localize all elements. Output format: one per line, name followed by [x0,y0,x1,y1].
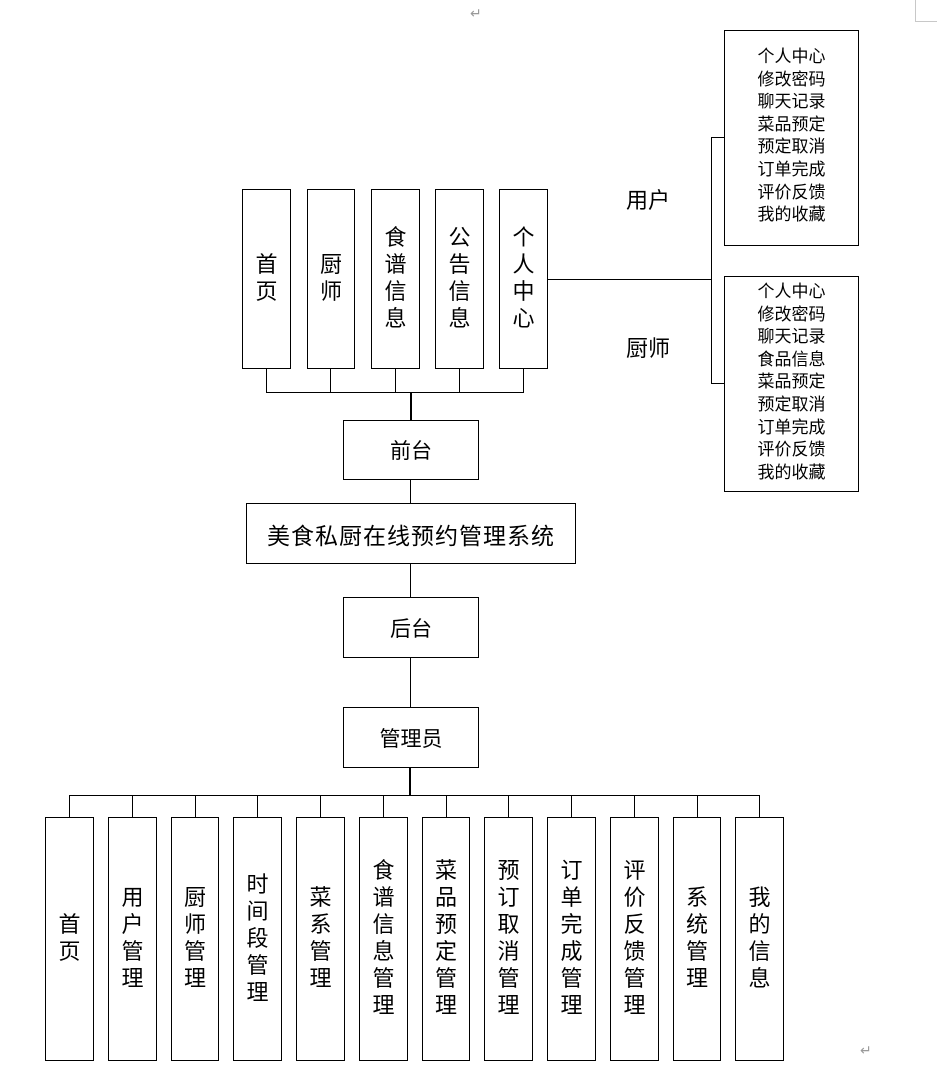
connector-line [711,137,724,138]
connector-line [266,369,267,393]
list-item: 订单完成 [757,417,826,438]
frontend-item-label: 食谱信息 [384,226,407,332]
admin-item-my-info: 我的信息 [735,817,784,1061]
admin-item-order-complete-management: 订单完成管理 [547,817,596,1061]
admin-item-dish-booking-management: 菜品预定管理 [422,817,470,1061]
page-corner-mark [915,0,937,22]
connector-line [69,795,70,817]
frontend-item-label: 公告信息 [448,226,471,332]
connector-line [69,795,760,796]
admin-item-label: 菜系管理 [309,886,332,992]
list-item: 菜品预定 [757,114,826,135]
chef-function-list: 个人中心 修改密码 聊天记录 食品信息 菜品预定 预定取消 订单完成 评价反馈 … [724,276,859,492]
admin-item-label: 系统管理 [685,886,708,992]
admin-item-label: 我的信息 [748,886,771,992]
admin-item-system-management: 系统管理 [673,817,721,1061]
admin-item-booking-cancel-management: 预订取消管理 [484,817,533,1061]
admin-item-user-management: 用户管理 [108,817,157,1061]
frontend-item-chef: 厨师 [307,189,355,369]
admin-item-label: 厨师管理 [183,886,206,992]
connector-line [195,795,196,817]
list-item: 预定取消 [757,394,826,415]
frontend-item-label: 个人中心 [512,226,535,332]
admin-item-recipe-management: 食谱信息管理 [359,817,408,1061]
list-item: 修改密码 [757,69,826,90]
list-item: 我的收藏 [757,205,826,226]
admin-item-chef-management: 厨师管理 [171,817,219,1061]
connector-line [330,369,331,393]
connector-line [508,795,509,817]
frontend-node: 前台 [343,420,479,480]
system-title: 美食私厨在线预约管理系统 [267,523,555,550]
list-item: 个人中心 [757,282,826,302]
list-item: 预定取消 [757,137,826,158]
list-item: 修改密码 [757,304,826,325]
frontend-item-home: 首页 [242,189,291,369]
admin-item-cuisine-management: 菜系管理 [296,817,345,1061]
list-item: 评价反馈 [757,440,826,461]
backend-node-label: 后台 [390,616,432,641]
role-label-user: 用户 [626,189,671,214]
admin-item-label: 订单完成管理 [560,859,583,1019]
connector-line [548,279,712,280]
connector-line [446,795,447,817]
list-item: 菜品预定 [757,372,826,393]
admin-item-label: 用户管理 [121,886,144,992]
connector-line [759,795,760,817]
frontend-item-label: 厨师 [319,253,342,305]
role-label-chef: 厨师 [626,337,671,362]
connector-line [257,795,258,817]
list-item: 我的收藏 [757,462,826,483]
frontend-item-announcements: 公告信息 [435,189,484,369]
paragraph-mark-icon: ↵ [470,6,482,22]
connector-line [132,795,133,817]
connector-line [571,795,572,817]
list-item: 个人中心 [757,47,826,67]
admin-item-label: 预订取消管理 [497,859,520,1019]
list-item: 聊天记录 [757,327,826,348]
connector-line [711,137,712,384]
connector-line [409,768,411,796]
admin-item-timeslot-management: 时间段管理 [233,817,282,1061]
connector-line [459,369,460,393]
admin-item-label: 时间段管理 [246,872,269,1006]
list-item: 聊天记录 [757,92,826,113]
admin-node: 管理员 [343,707,479,768]
list-item: 食品信息 [757,349,826,370]
connector-line [410,658,411,708]
connector-line [711,383,724,384]
list-item: 评价反馈 [757,182,826,203]
connector-line [266,392,524,393]
system-title-node: 美食私厨在线预约管理系统 [246,503,576,564]
frontend-item-recipes: 食谱信息 [371,189,420,369]
frontend-item-personal-center: 个人中心 [499,189,548,369]
admin-node-label: 管理员 [379,726,443,751]
admin-item-home: 首页 [45,817,94,1061]
list-item: 订单完成 [757,159,826,180]
connector-line [320,795,321,817]
connector-line [383,795,384,817]
connector-line [410,564,411,598]
connector-line [697,795,698,817]
admin-item-label: 评价反馈管理 [623,859,646,1019]
connector-line [634,795,635,817]
admin-item-feedback-management: 评价反馈管理 [610,817,659,1061]
backend-node: 后台 [343,597,479,658]
paragraph-mark-icon: ↵ [860,1043,872,1059]
connector-line [410,392,412,420]
connector-line [523,369,524,393]
connector-line [410,480,411,504]
admin-item-label: 首页 [58,913,81,965]
frontend-item-label: 首页 [255,253,278,305]
frontend-node-label: 前台 [390,439,432,463]
admin-item-label: 食谱信息管理 [372,859,395,1019]
user-function-list: 个人中心 修改密码 聊天记录 菜品预定 预定取消 订单完成 评价反馈 我的收藏 [724,30,859,246]
connector-line [395,369,396,393]
admin-item-label: 菜品预定管理 [434,859,457,1019]
